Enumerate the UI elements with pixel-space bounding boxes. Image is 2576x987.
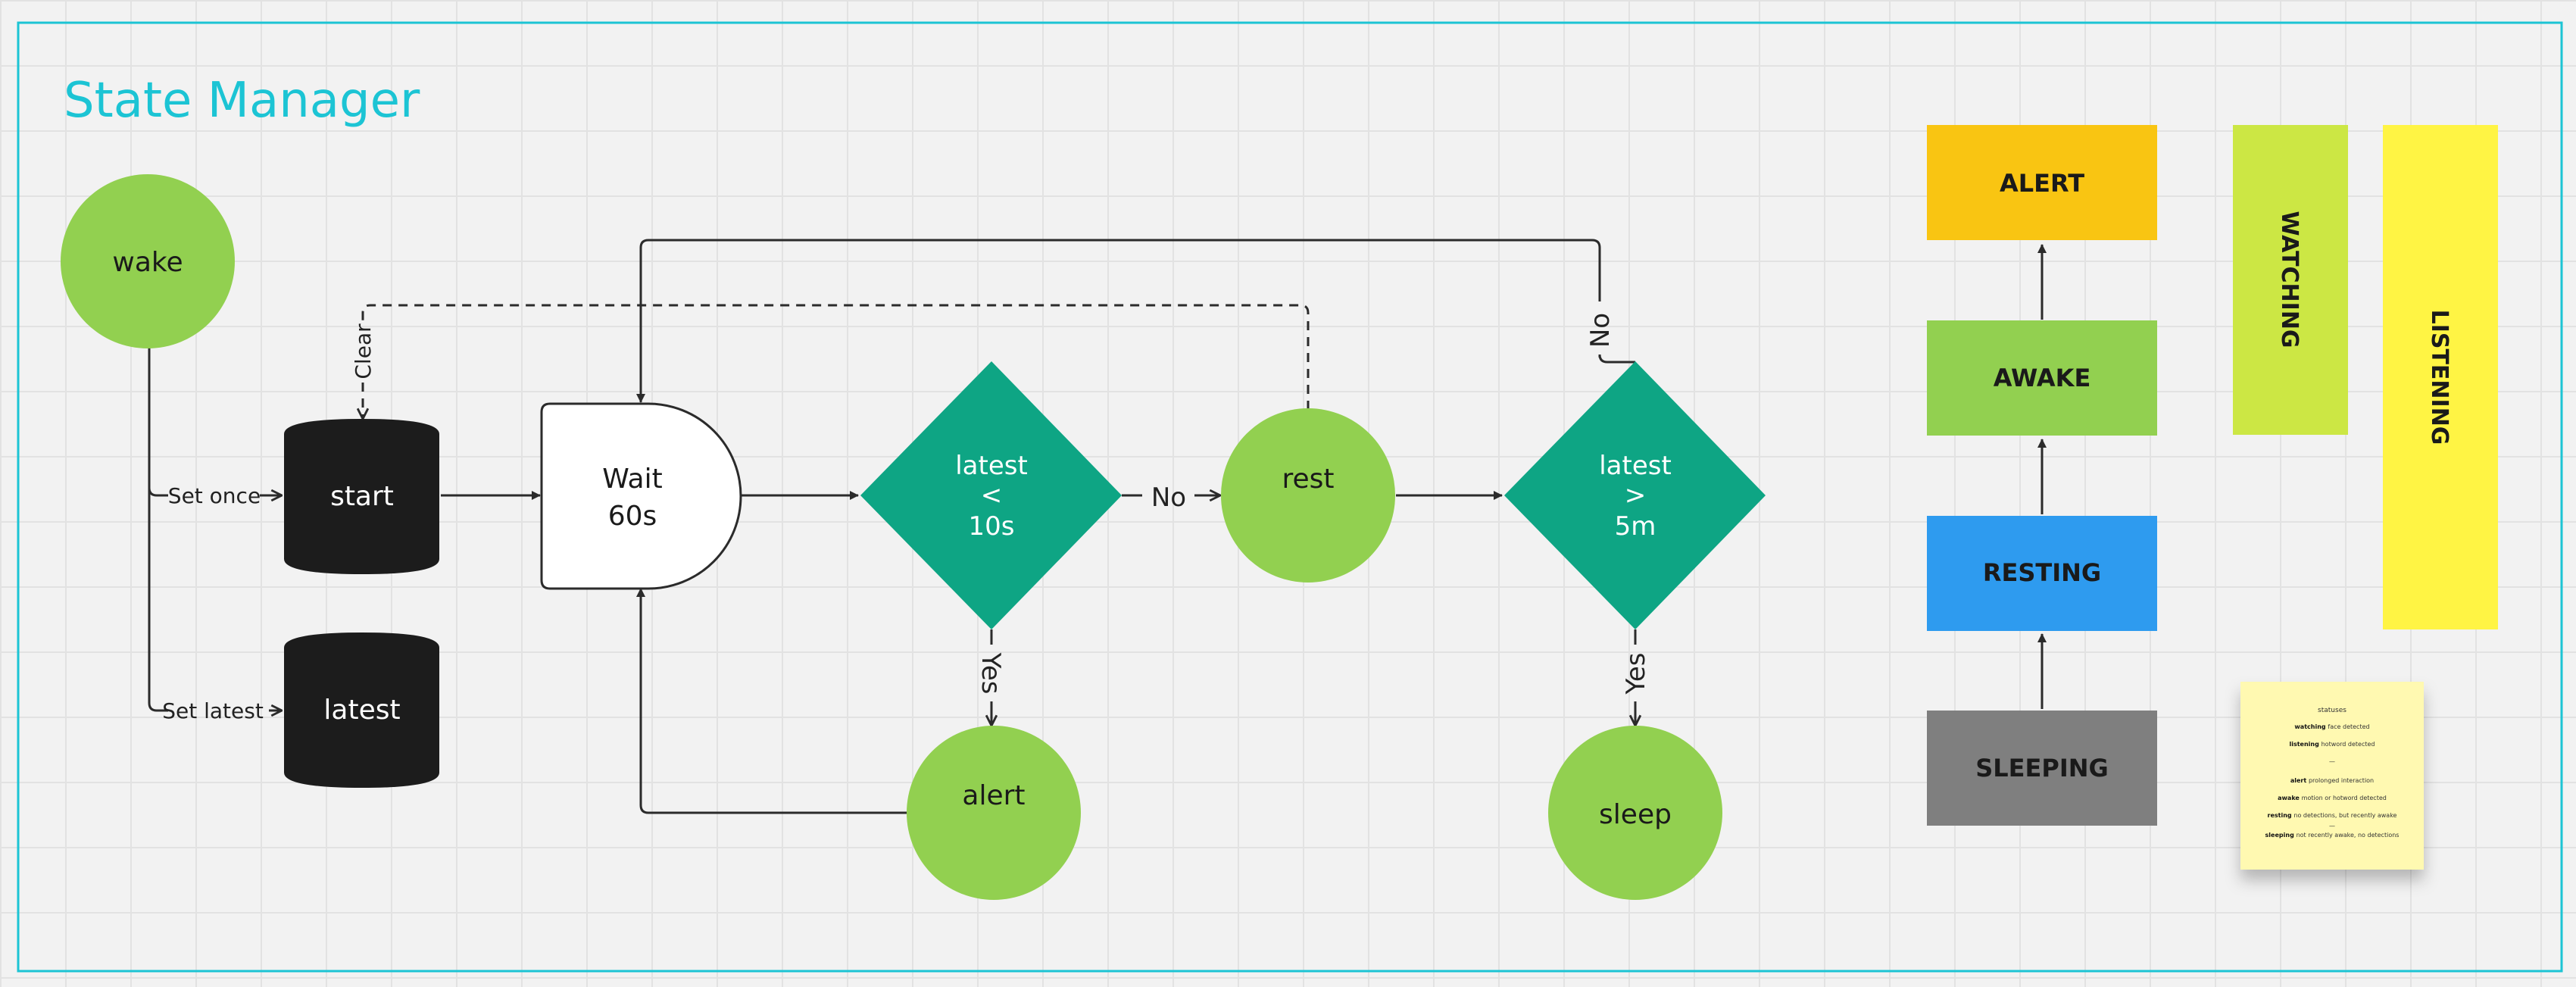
note-line-desc: not recently awake, no detections	[2297, 832, 2400, 839]
note-line: watching face detected	[2294, 723, 2369, 730]
note-line: listening hotword detected	[2289, 741, 2375, 748]
note-line: alert prolonged interaction	[2290, 777, 2374, 784]
node-rest-label: rest	[1282, 464, 1334, 495]
connector-no2-a[interactable]	[1598, 354, 1635, 364]
note-line-desc: motion or hotword detected	[2302, 795, 2387, 801]
frame-title[interactable]: State Manager	[64, 73, 420, 129]
node-start-datastore[interactable]: start	[284, 419, 439, 574]
note-line-desc: no detections, but recently awake	[2293, 812, 2396, 819]
note-line-desc: —	[2329, 758, 2335, 765]
node-decision-latest-gt-5m[interactable]: latest > 5m	[1504, 361, 1766, 629]
node-latest-label: latest	[323, 695, 400, 726]
node-rest[interactable]: rest	[1221, 408, 1395, 583]
note-line: —	[2329, 758, 2335, 765]
legend-resting-label: RESTING	[1983, 558, 2101, 587]
node-wait-line1: Wait	[602, 464, 662, 495]
node-wait-line2: 60s	[608, 501, 657, 532]
edge-label-set-once[interactable]: Set once	[168, 483, 261, 508]
note-line: awake motion or hotword detected	[2278, 795, 2387, 801]
note-line: resting no detections, but recently awak…	[2268, 812, 2397, 819]
note-line: sleeping not recently awake, no detectio…	[2265, 832, 2400, 839]
edge-label-set-latest[interactable]: Set latest	[162, 698, 264, 723]
note-line-term: alert	[2290, 777, 2309, 784]
legend-sleeping-label: SLEEPING	[1975, 754, 2109, 782]
node-decision-latest-lt-10s[interactable]: latest < 10s	[860, 361, 1122, 629]
legend-sleeping[interactable]: SLEEPING	[1927, 711, 2157, 826]
node-wait-delay[interactable]: Wait 60s	[540, 402, 742, 590]
note-line-term: watching	[2294, 723, 2328, 730]
sticky-note[interactable]: statuses watching face detected listening…	[2240, 682, 2424, 870]
connector-no2-b[interactable]	[636, 239, 1601, 403]
node-start-label: start	[330, 481, 394, 512]
note-lines: watching face detected listening hotword …	[2265, 723, 2400, 839]
node-sleep[interactable]: sleep	[1548, 726, 1722, 900]
legend-listening-label: LISTENING	[2426, 310, 2453, 445]
edge-label-yes2[interactable]: Yes	[1621, 653, 1651, 695]
decision1-line1: latest	[955, 451, 1028, 481]
note-line: —	[2329, 823, 2335, 829]
note-line-term: sleeping	[2265, 832, 2297, 839]
legend-awake[interactable]: AWAKE	[1927, 320, 2157, 436]
edge-label-yes1[interactable]: Yes	[976, 652, 1006, 695]
legend-alert-label: ALERT	[2000, 169, 2084, 198]
note-line-desc: face detected	[2328, 723, 2369, 730]
note-line-term: resting	[2268, 812, 2294, 819]
note-line-term: listening	[2289, 741, 2321, 748]
note-line-desc: hotword detected	[2322, 741, 2375, 748]
node-wake[interactable]: wake	[61, 174, 235, 348]
decision2-line2: >	[1625, 480, 1647, 511]
connector-wake-branch[interactable]	[148, 487, 168, 497]
edge-label-no2[interactable]: No	[1585, 313, 1616, 348]
decision1-line3: 10s	[969, 511, 1015, 542]
legend-awake-label: AWAKE	[1994, 364, 2091, 392]
connector-alert-wait[interactable]	[636, 588, 907, 814]
node-alert[interactable]: alert	[907, 726, 1081, 900]
note-line-desc: —	[2329, 823, 2335, 829]
connectors	[148, 239, 1635, 814]
legend-listening[interactable]: LISTENING	[2383, 125, 2498, 629]
decision2-line1: latest	[1599, 451, 1672, 481]
node-latest-datastore[interactable]: latest	[284, 632, 439, 788]
edge-label-clear[interactable]: Clear	[351, 323, 376, 379]
node-wake-label: wake	[112, 247, 183, 278]
frame-border	[17, 21, 2563, 973]
legend-watching-label: WATCHING	[2276, 211, 2303, 348]
node-sleep-label: sleep	[1599, 799, 1672, 830]
node-alert-label: alert	[962, 780, 1025, 811]
connector-clear-a[interactable]	[361, 304, 1310, 410]
decision2-line3: 5m	[1615, 511, 1656, 542]
legend-alert[interactable]: ALERT	[1927, 125, 2157, 240]
note-line-term: awake	[2278, 795, 2302, 801]
connector-wake-trunk[interactable]	[148, 347, 168, 712]
decision1-line2: <	[981, 480, 1003, 511]
legend-watching[interactable]: WATCHING	[2233, 125, 2348, 435]
edge-label-no1[interactable]: No	[1151, 483, 1186, 513]
legend-resting[interactable]: RESTING	[1927, 516, 2157, 631]
note-heading: statuses	[2318, 707, 2347, 714]
note-line-desc: prolonged interaction	[2309, 777, 2374, 784]
